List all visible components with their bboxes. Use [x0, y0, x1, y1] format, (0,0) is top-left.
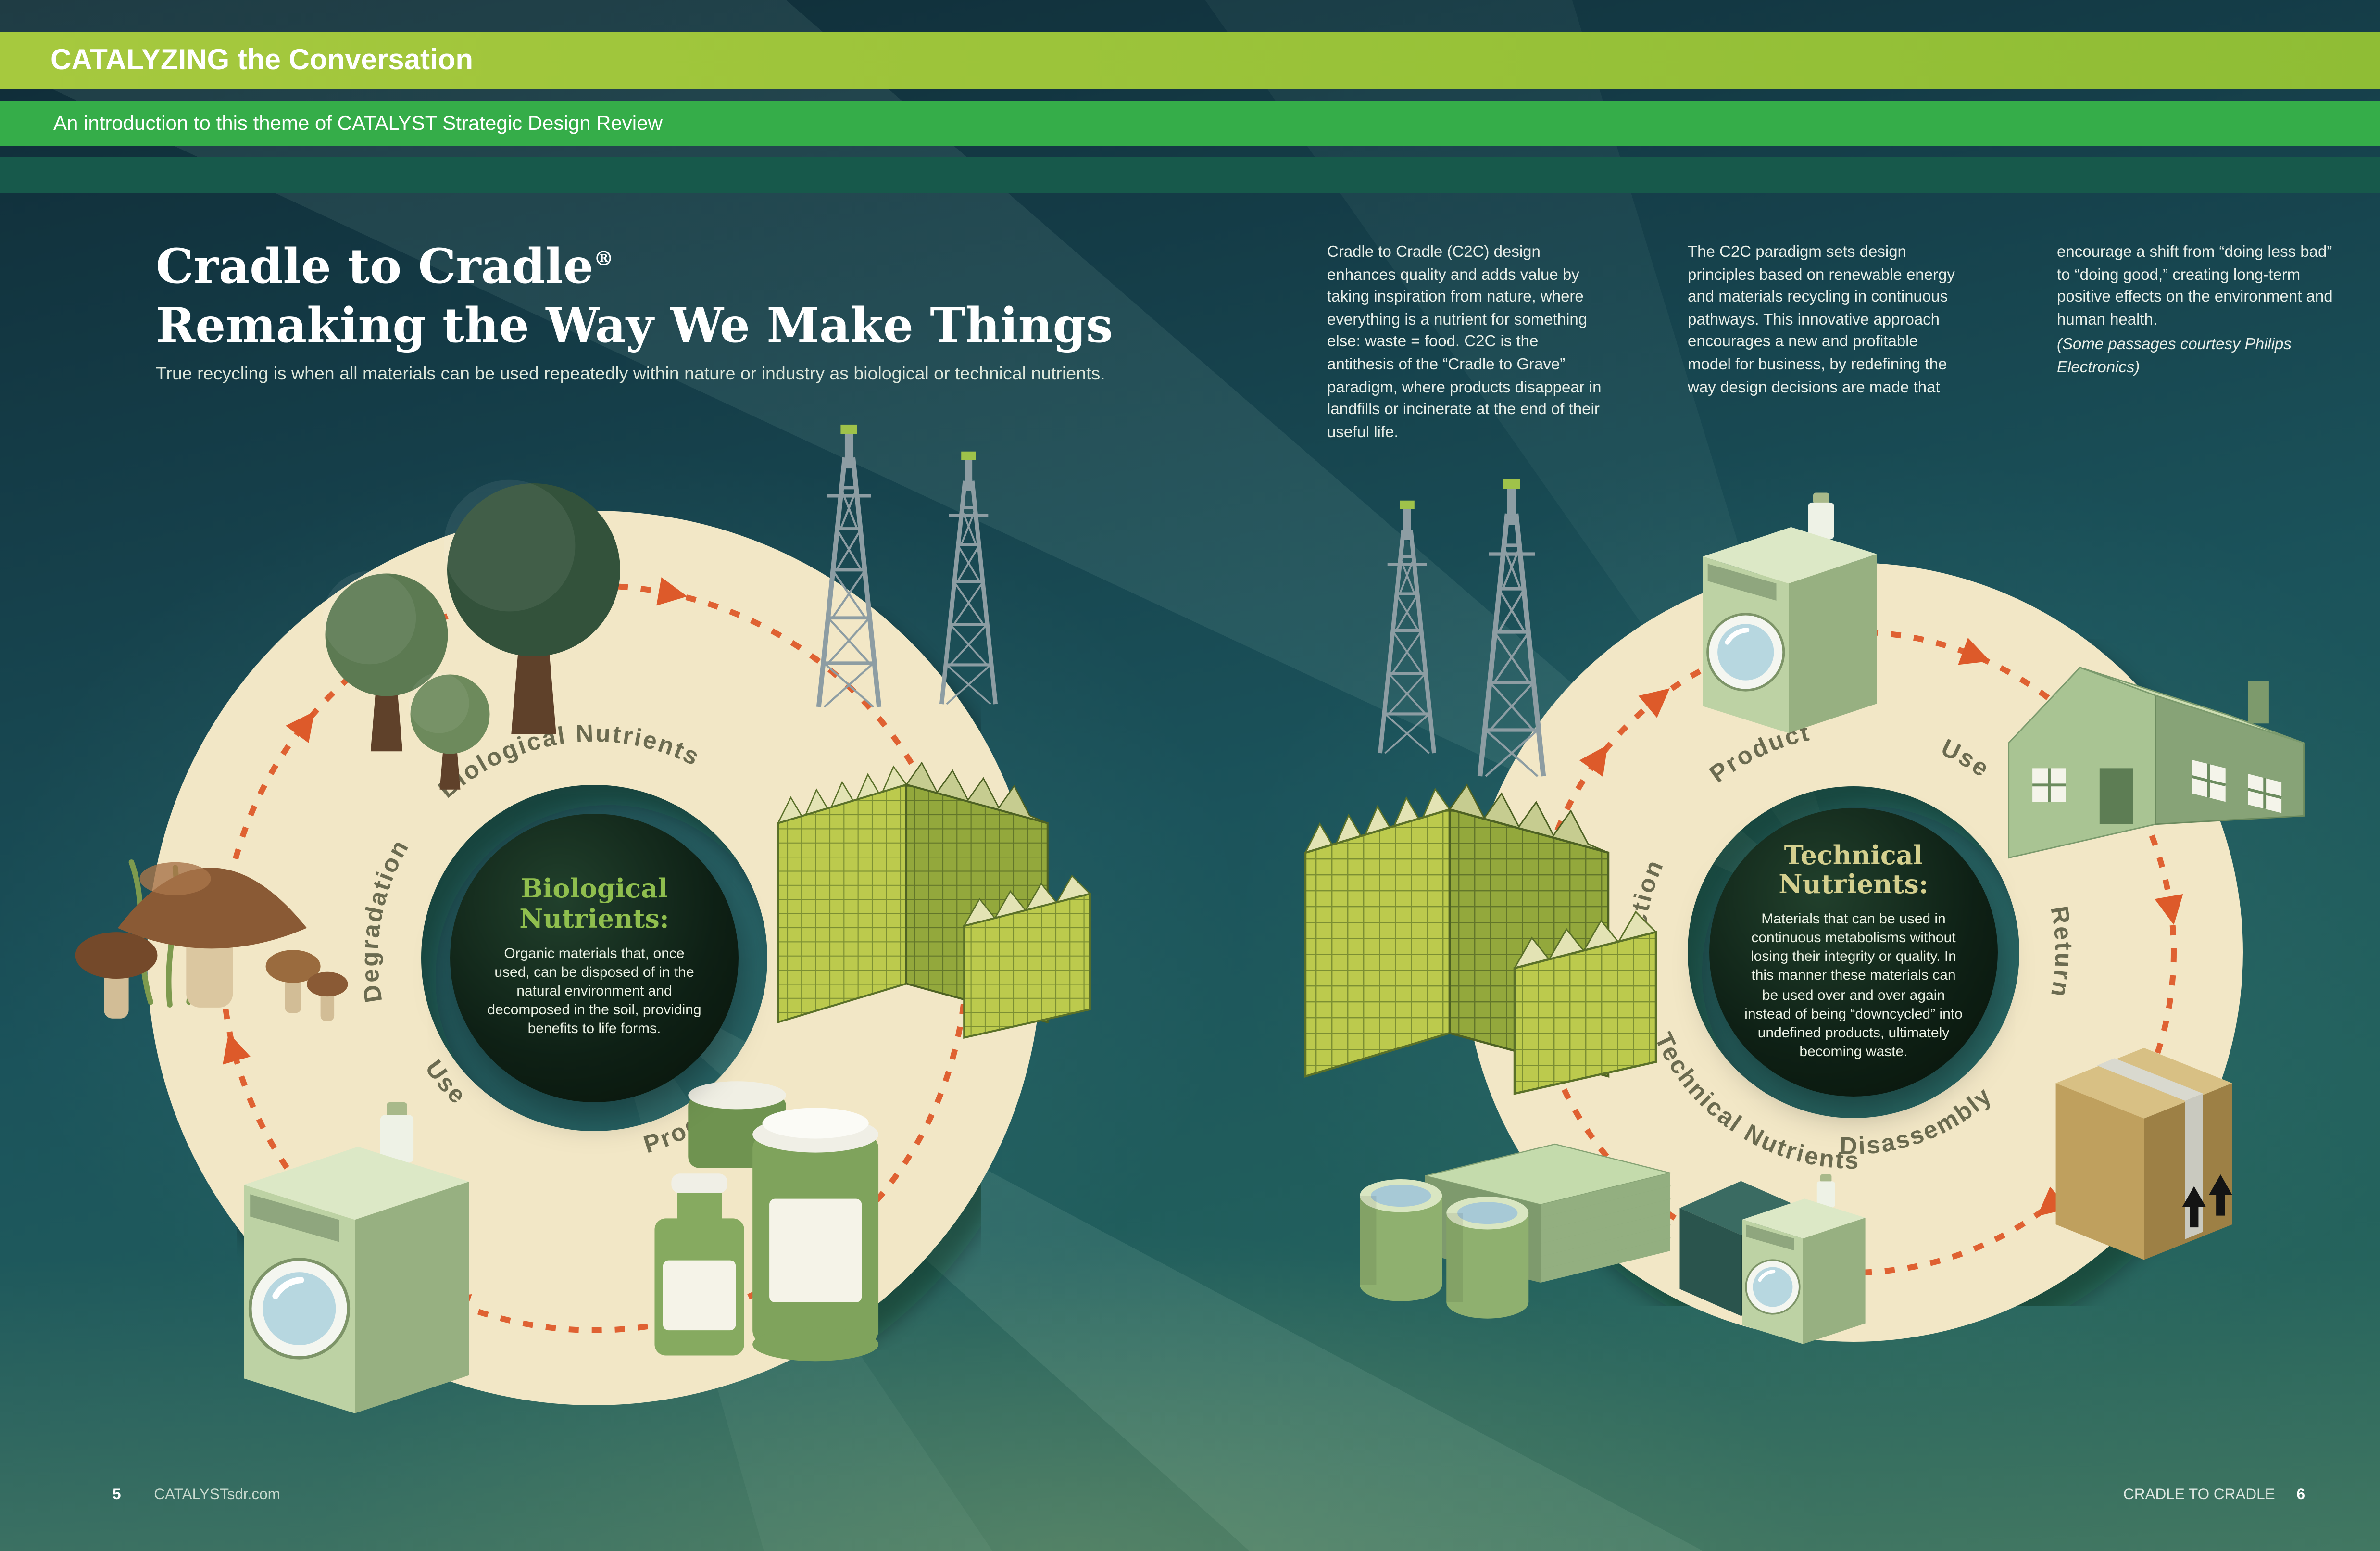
article-title: Cradle to Cradle® Remaking the Way We Ma…	[156, 231, 1113, 355]
body-text: The C2C paradigm sets design principles …	[1688, 244, 1955, 396]
footer-right: CRADLE TO CRADLE 6	[2123, 1486, 2305, 1503]
registered-mark: ®	[593, 248, 614, 271]
barrel-illustration	[1446, 1197, 1529, 1319]
article-subtitle: True recycling is when all materials can…	[156, 364, 1105, 384]
body-column-3: encourage a shift from “doing less bad” …	[2057, 242, 2334, 380]
biological-cycle-diagram: Biological Nutrients Degradation Product…	[58, 418, 1125, 1425]
bio-circle-body: Organic materials that, once used, can b…	[487, 946, 701, 1038]
footer-left: 5 CATALYSTsdr.com	[113, 1486, 280, 1503]
barrel-illustration	[1360, 1179, 1442, 1301]
header-title: CATALYZING the Conversation	[50, 45, 473, 76]
page-number-right: 6	[2296, 1486, 2305, 1503]
tech-nutrients-definition-circle: Technical Nutrients: Materials that can …	[1709, 808, 1998, 1097]
credit-line: (Some passages courtesy Philips Electron…	[2057, 337, 2292, 377]
washing-machine-illustration	[1703, 493, 1877, 733]
power-pylon-illustration	[819, 425, 879, 707]
bio-nutrients-definition-circle: Biological Nutrients: Organic materials …	[450, 814, 739, 1102]
shipping-box-illustration	[2055, 1047, 2232, 1260]
body-text: Cradle to Cradle (C2C) design enhances q…	[1327, 244, 1602, 441]
body-text: encourage a shift from “doing less bad” …	[2057, 244, 2333, 329]
power-pylon-illustration	[1380, 501, 1434, 753]
bio-circle-title: Biological Nutrients:	[519, 875, 669, 934]
title-line1: Cradle to Cradle®	[156, 238, 614, 294]
header-subtitle: An introduction to this theme of CATALYS…	[53, 111, 663, 134]
header-bar-accent	[0, 157, 2380, 193]
tech-circle-body: Materials that can be used in continuous…	[1744, 911, 1963, 1061]
page-number-left: 5	[113, 1486, 121, 1503]
body-column-1: Cradle to Cradle (C2C) design enhances q…	[1327, 242, 1604, 445]
power-pylon-illustration	[1480, 479, 1543, 776]
section-title: CRADLE TO CRADLE	[2123, 1486, 2275, 1503]
header-bar-primary: CATALYZING the Conversation	[0, 32, 2380, 89]
site-url: CATALYSTsdr.com	[154, 1486, 280, 1503]
header-bar-secondary: An introduction to this theme of CATALYS…	[0, 101, 2380, 146]
tech-circle-title: Technical Nutrients:	[1779, 840, 1929, 900]
body-column-2: The C2C paradigm sets design principles …	[1688, 242, 1965, 400]
power-pylon-illustration	[941, 452, 995, 704]
title-line2: Remaking the Way We Make Things	[156, 297, 1113, 353]
technical-cycle-diagram: Product Use Return Disassembly Technical…	[1226, 433, 2366, 1362]
